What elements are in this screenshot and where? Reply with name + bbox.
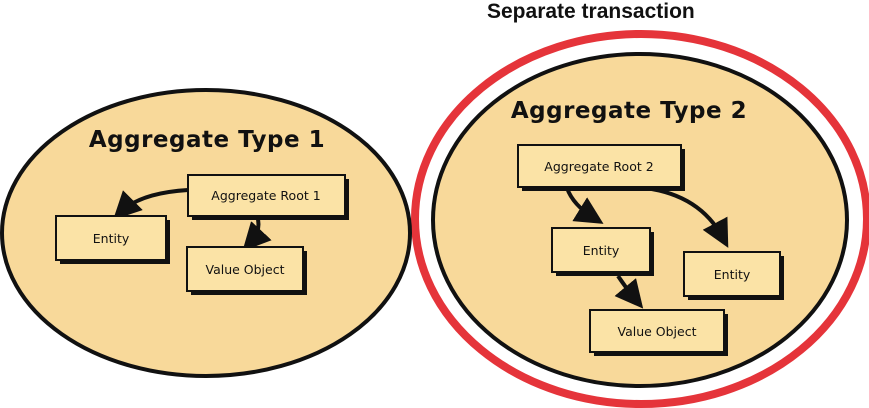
value-object-label: Value Object: [205, 262, 284, 277]
aggregate-1-title: Aggregate Type 1: [89, 127, 325, 153]
aggregate-2-title: Aggregate Type 2: [511, 98, 747, 124]
arrow-entity-to-value-object: [614, 274, 644, 309]
entity-label: Entity: [583, 243, 620, 258]
aggregate-type-1: Aggregate Type 1 Aggregate Root 1 Entity…: [0, 88, 412, 378]
aggregate-root-1-label: Aggregate Root 1: [211, 188, 320, 203]
value-object-box: Value Object: [186, 246, 307, 295]
separate-transaction-label: Separate transaction: [487, 0, 695, 23]
transaction-boundary-ring: [411, 30, 869, 408]
value-object-box: Value Object: [589, 309, 728, 356]
entity-box: Entity: [551, 227, 654, 276]
entity-label: Entity: [714, 267, 751, 282]
aggregate-root-2-box: Aggregate Root 2: [517, 144, 685, 191]
entity-box: Entity: [55, 215, 170, 264]
aggregate-root-1-box: Aggregate Root 1: [187, 174, 349, 220]
aggregate-2-ellipse: [431, 52, 849, 388]
entity-box: Entity: [683, 251, 784, 300]
aggregate-root-2-label: Aggregate Root 2: [544, 159, 653, 174]
arrow-root1-to-entity: [113, 188, 189, 220]
aggregate-1-ellipse: [0, 88, 412, 378]
aggregate-type-2: Aggregate Type 2 Aggregate Root 2 Entity…: [431, 52, 849, 388]
value-object-label: Value Object: [617, 324, 696, 339]
entity-label: Entity: [93, 231, 130, 246]
